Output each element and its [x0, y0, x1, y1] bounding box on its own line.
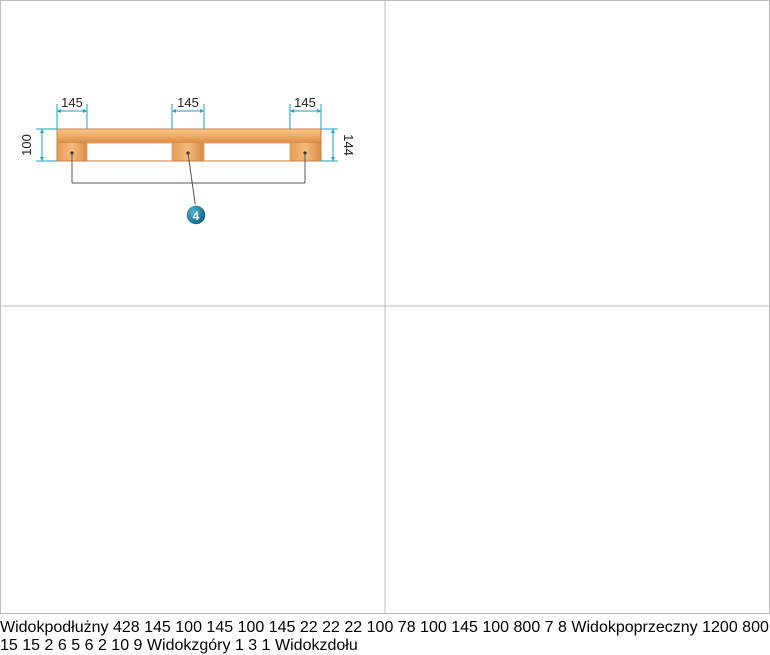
dim-right-c: 22 [344, 619, 363, 636]
callout-label: 8 [558, 619, 567, 636]
callout-badge: 9 [134, 637, 143, 654]
dim-total: 800 [513, 619, 541, 636]
dim-depth: 800 [742, 619, 769, 636]
dim-w3: 145 [294, 95, 316, 110]
dim-right-a: 22 [299, 619, 318, 636]
bottom-view: 1 3 1 [235, 637, 275, 654]
dim-height: 100 [19, 134, 34, 156]
diagram-canvas: 145 145 145 100 144 4 [0, 0, 770, 614]
callout-badge: 8 [558, 619, 571, 636]
cross-block-right: 428 145 100 145 100 145 22 22 22 100 78 … [113, 619, 571, 636]
callout-badge: 7 [545, 619, 558, 636]
dim-w2: 145 [177, 95, 199, 110]
callout-badge: 4 [185, 204, 207, 226]
callout-badge: 10 [111, 637, 129, 654]
dim-chamfer-x: 15 [0, 637, 18, 654]
callout-label: 10 [111, 637, 130, 654]
dim-top-b: 100 [175, 619, 202, 636]
callout-label: 7 [544, 619, 554, 636]
dim-left-outer: 100 [366, 619, 394, 636]
dim-top-d: 100 [237, 619, 265, 636]
callout-badge: 3 [248, 637, 257, 654]
callout-label: 9 [133, 637, 143, 654]
callout-label: 2 [97, 637, 107, 654]
top-board [57, 129, 321, 143]
panel-title-bottom: Widokzdołu [275, 637, 358, 654]
callout-badge: 2 [98, 637, 107, 654]
cross-block-left: 428 145 100 145 100 145 22 22 22 100 78 … [113, 619, 571, 636]
callout-badge: 6 [85, 637, 94, 654]
callout-label: 2 [44, 637, 54, 654]
dim-w1: 145 [61, 95, 83, 110]
dim-bottom-b: 145 [451, 619, 478, 636]
callout-badge: 6 [58, 637, 67, 654]
callout-label: 6 [57, 637, 67, 654]
panel-title-cross: Widokpoprzeczny [571, 619, 698, 636]
callout-badge: 1 [235, 637, 244, 654]
dim-bottom-c: 100 [482, 619, 510, 636]
cross-block-middle: 428 145 100 145 100 145 22 22 22 100 78 … [113, 619, 571, 636]
callout-label: 6 [84, 637, 94, 654]
longitudinal-view: 145 145 145 100 144 4 [19, 95, 356, 226]
callout-label: 4 [193, 209, 200, 223]
panel-title-longitudinal: Widokpodłużny [0, 619, 109, 636]
panel-grid [0, 0, 770, 614]
dim-left-inner: 78 [397, 619, 416, 636]
callout-label: 5 [71, 637, 81, 654]
callout-label: 1 [261, 637, 271, 654]
callout-badge: 5 [71, 637, 80, 654]
callout-label: 1 [234, 637, 244, 654]
dim-total-height: 144 [341, 134, 356, 156]
dim-top-span: 428 [112, 619, 140, 636]
dim-right-b: 22 [322, 619, 340, 636]
dim-top-a: 145 [144, 619, 171, 636]
cross-view: 428 145 100 145 100 145 22 22 22 100 78 … [113, 619, 571, 636]
dim-top-c: 145 [206, 619, 234, 636]
dim-top-e: 145 [268, 619, 296, 636]
callout-label: 3 [248, 637, 258, 654]
dim-width: 1200 [702, 619, 738, 636]
callout-badge: 2 [45, 637, 54, 654]
dim-bottom-a: 100 [420, 619, 447, 636]
dim-chamfer-y: 15 [22, 637, 41, 654]
callout-badge: 1 [262, 637, 271, 654]
panel-title-top: Widokzgóry [146, 637, 231, 654]
